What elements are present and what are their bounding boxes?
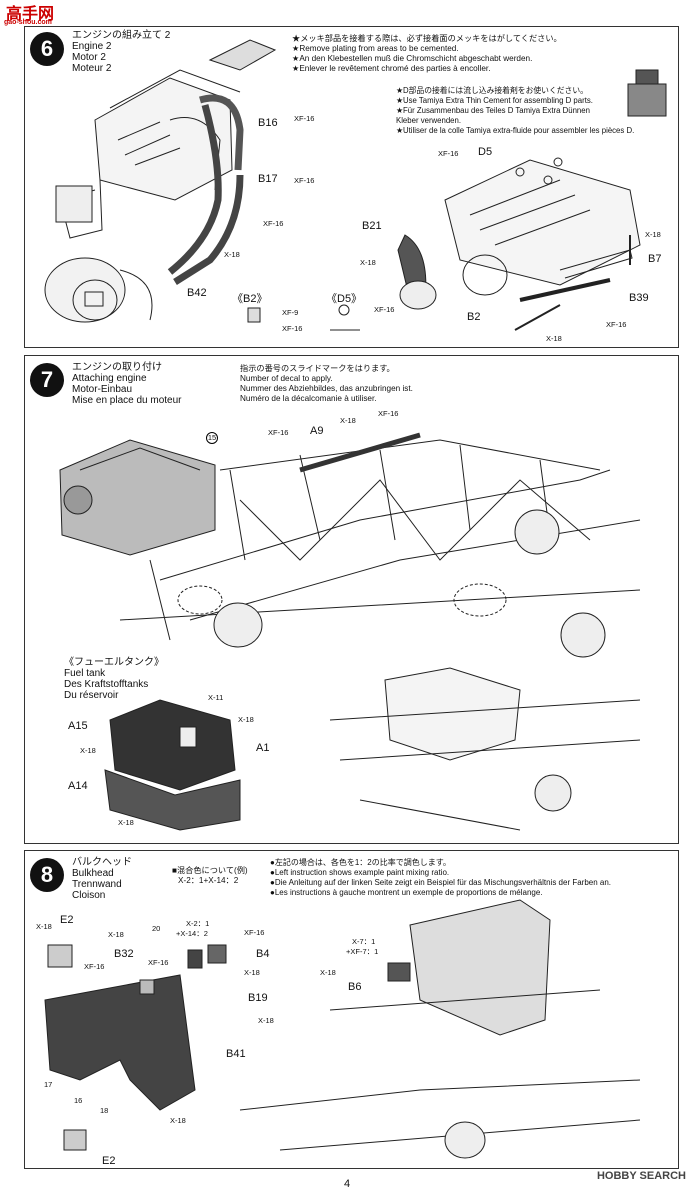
color-xf16: XF-16: [263, 219, 284, 228]
color-x18: X-18: [244, 968, 260, 977]
page-number: 4: [343, 1178, 351, 1190]
color-x18: X-18: [546, 334, 562, 343]
driveshaft: [299, 432, 421, 473]
color-xf16: XF-16: [84, 962, 105, 971]
part-b41: B41: [226, 1048, 246, 1060]
cement-bottle-icon: [627, 69, 667, 117]
decal-note: 指示の番号のスライドマークをはります。Number of decal to ap…: [240, 364, 413, 403]
title-fr: Moteur 2: [72, 63, 112, 74]
decal-17: 17: [44, 1080, 53, 1089]
part-d5: D5: [478, 146, 493, 158]
mix-title: ■混合色について(例): [172, 866, 248, 875]
part-a14: A14: [68, 780, 88, 792]
part-b21: B21: [362, 220, 382, 232]
color-xf16: XF-16: [294, 176, 315, 185]
color-x18: X-18: [340, 416, 356, 425]
color-xf16: XF-16: [282, 324, 303, 333]
step-8-number: 8: [30, 858, 64, 892]
color-x11: X-11: [208, 693, 224, 702]
color-xf16: XF-16: [378, 409, 399, 418]
part-e2: E2: [60, 914, 74, 926]
color-xf16: XF-16: [374, 305, 395, 314]
fuel-tank-on-chassis: [329, 667, 641, 831]
brand-watermark: HOBBY SEARCH: [596, 1170, 686, 1182]
color-x18: X-18: [108, 930, 124, 939]
part-b4: B4: [256, 948, 270, 960]
color-xf16: XF-16: [438, 149, 459, 158]
wheels-step7: [213, 509, 606, 658]
mix-color-2: X-7：1: [352, 937, 376, 946]
part-b17: B17: [258, 173, 278, 185]
part-a9: A9: [310, 425, 324, 437]
part-b2: B2: [467, 311, 481, 323]
part-b42: B42: [187, 287, 207, 299]
part-b32: B32: [114, 948, 134, 960]
decal-20: 20: [152, 924, 161, 933]
color-x18: X-18: [645, 230, 661, 239]
color-x18: X-18: [170, 1116, 186, 1125]
part-a15: A15: [68, 720, 88, 732]
title-ja: エンジンの組み立て 2: [72, 30, 171, 41]
title-de: Motor 2: [72, 52, 106, 63]
site-url: gao-shou.com: [4, 19, 52, 26]
color-x18: X-18: [80, 746, 96, 755]
color-x18: X-18: [258, 1016, 274, 1025]
engine-illustration-right: [397, 157, 641, 331]
color-x18: X-18: [238, 715, 254, 724]
part-e2-detail: E2: [102, 1155, 116, 1167]
part-b19: B19: [248, 992, 268, 1004]
mix-example: X-2：1+X-14：2: [178, 876, 239, 885]
color-xf16: XF-16: [148, 958, 169, 967]
exhaust-pipes: [167, 94, 244, 285]
engine-step7: [59, 439, 216, 556]
decal-18: 18: [100, 1106, 109, 1115]
step-7-number: 7: [30, 363, 64, 397]
color-x18: X-18: [36, 922, 52, 931]
part-b6: B6: [348, 981, 362, 993]
color-x18: X-18: [224, 250, 240, 259]
engine-illustration-left: [44, 69, 241, 323]
color-xf16: XF-16: [294, 114, 315, 123]
color-xf16: XF-16: [606, 320, 627, 329]
part-b39: B39: [629, 292, 649, 304]
bulkhead-on-chassis: [239, 899, 641, 1159]
step-6-title: エンジンの組み立て 2 Engine 2 Motor 2 Moteur 2: [72, 30, 170, 74]
bulkhead-illustration: [44, 944, 227, 1151]
b2-part: [247, 307, 261, 323]
fuel-tank-illustration: [104, 699, 241, 831]
title-en: Engine 2: [72, 41, 112, 52]
mix-note: ●左記の場合は、各色を1：2の比率で調色します。●Left instructio…: [270, 858, 612, 897]
color-xf9: XF-9: [282, 308, 299, 317]
part-d5-detail: 《D5》: [326, 293, 363, 305]
color-xf16: XF-16: [244, 928, 265, 937]
color-x18: X-18: [360, 258, 376, 267]
step-6-number: 6: [30, 32, 64, 66]
mix-color-1: X-2：1: [186, 919, 210, 928]
decal-15: 15: [206, 432, 218, 444]
color-xf16: XF-16: [268, 428, 289, 437]
mix-color-1b: +X-14：2: [176, 929, 208, 938]
chassis-frame: [119, 439, 641, 641]
cement-note: ★D部品の接着には流し込み接着剤をお使いください。★Use Tamiya Ext…: [396, 86, 635, 135]
color-x18: X-18: [320, 968, 336, 977]
color-x18: X-18: [118, 818, 134, 827]
part-b7: B7: [648, 253, 662, 265]
d5-part: [330, 304, 360, 331]
plating-note: ★メッキ部品を接着する際は、必ず接着面のメッキをはがしてください。★Remove…: [292, 34, 562, 73]
part-b16: B16: [258, 117, 278, 129]
site-logo: 高手网: [6, 6, 55, 23]
part-a1: A1: [256, 742, 270, 754]
mix-color-2b: +XF-7：1: [346, 947, 379, 956]
decal-16: 16: [74, 1096, 83, 1105]
part-b2-detail: 《B2》: [232, 293, 268, 305]
